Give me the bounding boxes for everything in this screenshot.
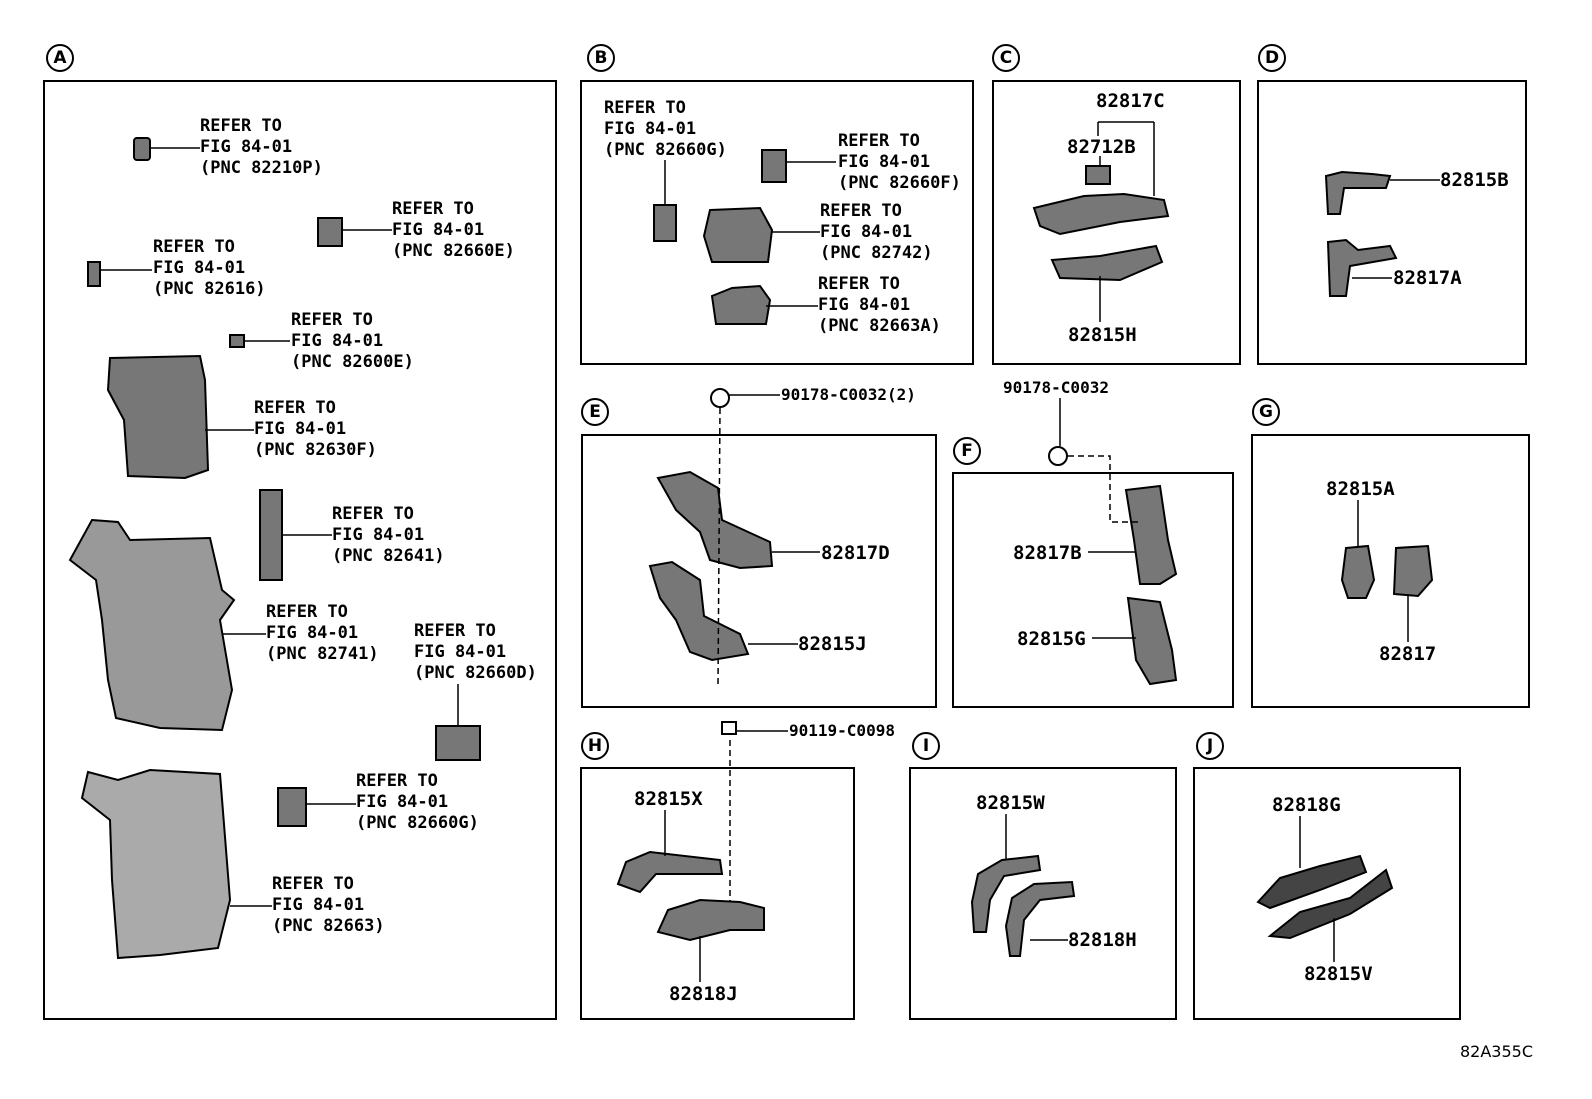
part-82660f-drawing bbox=[761, 149, 787, 183]
refer-82660g-b: REFER TO FIG 84-01 (PNC 82660G) bbox=[604, 98, 727, 160]
part-number-82817c: 82817C bbox=[1096, 90, 1165, 112]
part-82815g-drawing bbox=[1126, 596, 1178, 686]
part-number-82815w: 82815W bbox=[976, 792, 1045, 814]
part-82818g-drawing bbox=[1256, 854, 1368, 910]
clip-drawing-e bbox=[710, 388, 730, 408]
bolt-drawing bbox=[721, 721, 737, 735]
part-82817-drawing bbox=[1392, 544, 1434, 598]
panel-c bbox=[992, 80, 1241, 365]
panel-h bbox=[580, 767, 855, 1020]
part-82815w-drawing bbox=[970, 854, 1042, 933]
section-marker-h: H bbox=[581, 732, 609, 760]
part-82815b-drawing bbox=[1324, 170, 1392, 215]
part-82600e-drawing bbox=[229, 334, 245, 348]
part-number-82817: 82817 bbox=[1379, 643, 1437, 665]
fastener-clip-e: 90178-C0032(2) bbox=[781, 385, 916, 404]
panel-a bbox=[43, 80, 557, 1020]
panel-g bbox=[1251, 434, 1530, 708]
panel-i bbox=[909, 767, 1177, 1020]
part-number-82817d: 82817D bbox=[821, 542, 890, 564]
refer-82660g: REFER TO FIG 84-01 (PNC 82660G) bbox=[356, 771, 479, 833]
refer-82600e: REFER TO FIG 84-01 (PNC 82600E) bbox=[291, 310, 414, 372]
part-82663-drawing bbox=[80, 768, 232, 960]
part-82817d-drawing bbox=[656, 470, 774, 570]
section-marker-f: F bbox=[953, 437, 981, 465]
refer-82660d: REFER TO FIG 84-01 (PNC 82660D) bbox=[414, 621, 537, 683]
part-82660e-drawing bbox=[317, 217, 343, 247]
panel-b bbox=[580, 80, 974, 365]
figure-code: 82A355C bbox=[1460, 1042, 1534, 1061]
part-82818j-drawing bbox=[656, 898, 765, 942]
panel-d bbox=[1257, 80, 1527, 365]
part-82815x-drawing bbox=[616, 850, 724, 894]
part-82616-drawing bbox=[87, 261, 101, 287]
part-82815j-drawing bbox=[648, 560, 750, 662]
part-number-82815v: 82815V bbox=[1304, 963, 1373, 985]
panel-e bbox=[581, 434, 937, 708]
part-82660d-drawing bbox=[435, 725, 481, 761]
part-number-82817a: 82817A bbox=[1393, 267, 1462, 289]
part-number-82818j: 82818J bbox=[669, 983, 738, 1005]
part-82815v-drawing bbox=[1267, 868, 1394, 940]
part-number-82815g: 82815G bbox=[1017, 628, 1086, 650]
section-marker-g: G bbox=[1252, 398, 1280, 426]
panel-j bbox=[1193, 767, 1461, 1020]
section-marker-d: D bbox=[1258, 44, 1286, 72]
part-82742-drawing bbox=[702, 206, 774, 263]
part-82663a-drawing bbox=[710, 284, 772, 325]
part-number-82815j: 82815J bbox=[798, 633, 867, 655]
clip-drawing-f bbox=[1048, 446, 1068, 466]
part-82817c-drawing bbox=[1032, 192, 1170, 236]
section-marker-e: E bbox=[581, 398, 609, 426]
refer-82741: REFER TO FIG 84-01 (PNC 82741) bbox=[266, 602, 379, 664]
part-82630f-drawing bbox=[106, 354, 210, 480]
part-82712b-drawing bbox=[1085, 165, 1111, 185]
part-82660g-drawing bbox=[277, 787, 307, 827]
refer-82660e: REFER TO FIG 84-01 (PNC 82660E) bbox=[392, 199, 515, 261]
part-82741-drawing bbox=[68, 518, 236, 732]
refer-82616: REFER TO FIG 84-01 (PNC 82616) bbox=[153, 237, 266, 299]
refer-82210p: REFER TO FIG 84-01 (PNC 82210P) bbox=[200, 116, 323, 178]
part-number-82818g: 82818G bbox=[1272, 794, 1341, 816]
refer-82742: REFER TO FIG 84-01 (PNC 82742) bbox=[820, 201, 933, 263]
part-82817b-drawing bbox=[1124, 484, 1178, 585]
fastener-bolt-h: 90119-C0098 bbox=[789, 721, 895, 740]
part-82817a-drawing bbox=[1326, 238, 1398, 297]
part-82210p-drawing bbox=[133, 137, 151, 161]
part-number-82815a: 82815A bbox=[1326, 478, 1395, 500]
part-number-82815b: 82815B bbox=[1440, 169, 1509, 191]
part-number-82815x: 82815X bbox=[634, 788, 703, 810]
panel-f bbox=[952, 472, 1234, 708]
part-82815h-drawing bbox=[1050, 244, 1164, 282]
refer-82630f: REFER TO FIG 84-01 (PNC 82630F) bbox=[254, 398, 377, 460]
part-82641-drawing bbox=[259, 489, 283, 581]
refer-82641: REFER TO FIG 84-01 (PNC 82641) bbox=[332, 504, 445, 566]
part-number-82817b: 82817B bbox=[1013, 542, 1082, 564]
section-marker-i: I bbox=[912, 732, 940, 760]
part-number-82815h: 82815H bbox=[1068, 324, 1137, 346]
refer-82663a: REFER TO FIG 84-01 (PNC 82663A) bbox=[818, 274, 941, 336]
section-marker-a: A bbox=[46, 44, 74, 72]
section-marker-b: B bbox=[587, 44, 615, 72]
section-marker-j: J bbox=[1196, 732, 1224, 760]
part-82815a-drawing bbox=[1340, 544, 1376, 599]
section-marker-c: C bbox=[992, 44, 1020, 72]
part-number-82818h: 82818H bbox=[1068, 929, 1137, 951]
part-82660g-drawing-b bbox=[653, 204, 677, 242]
part-82818h-drawing bbox=[1004, 880, 1076, 957]
refer-82660f: REFER TO FIG 84-01 (PNC 82660F) bbox=[838, 131, 961, 193]
fastener-clip-f: 90178-C0032 bbox=[1003, 378, 1109, 397]
refer-82663: REFER TO FIG 84-01 (PNC 82663) bbox=[272, 874, 385, 936]
part-number-82712b: 82712B bbox=[1067, 136, 1136, 158]
